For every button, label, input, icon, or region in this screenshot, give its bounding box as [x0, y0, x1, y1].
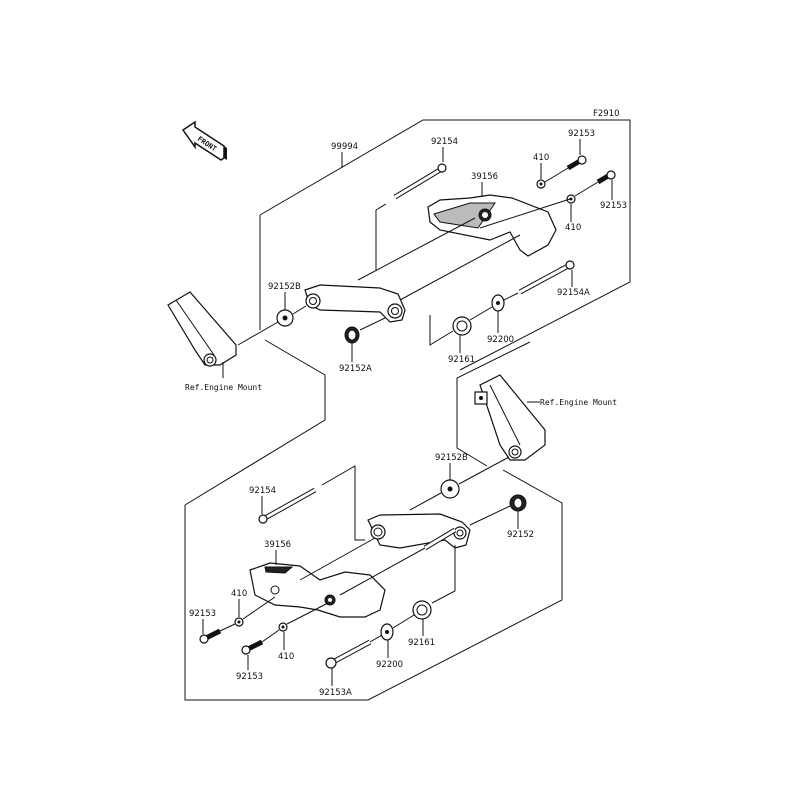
frame-slider-39156-upper	[427, 194, 557, 257]
label-92152-lower: 92152	[507, 530, 534, 540]
bolt-92153a-lower	[325, 634, 383, 669]
washer-92200-lower	[380, 623, 394, 641]
bolt-92153-lower-b	[241, 629, 280, 655]
label-39156-lower: 39156	[264, 540, 291, 550]
mount-bracket-upper	[304, 284, 406, 323]
bolt-92154a-upper	[503, 260, 575, 301]
label-410-upper-a: 410	[533, 153, 549, 163]
collar-92152-lower	[509, 494, 527, 512]
label-39156-upper: 39156	[471, 172, 498, 182]
label-92152b-lower: 92152B	[435, 453, 468, 463]
washer-92200-upper	[491, 294, 505, 312]
collar-92152a-upper	[344, 326, 360, 344]
front-arrow-icon: FRONT	[181, 120, 227, 161]
bolt-92153-upper-b	[596, 170, 616, 185]
bolt-92153-lower-a	[199, 623, 236, 644]
ref-engine-mount-left: Ref.Engine Mount	[185, 383, 262, 392]
label-92153-upper-b: 92153	[600, 201, 627, 211]
label-92153-lower-a: 92153	[189, 609, 216, 619]
label-92153-lower-b: 92153	[236, 672, 263, 682]
label-92200-upper: 92200	[487, 335, 514, 345]
bolt-92154-lower	[258, 465, 365, 541]
label-410-upper-b: 410	[565, 223, 581, 233]
collar-92152b-upper	[276, 309, 294, 327]
engine-mount-ref-left	[167, 291, 279, 378]
label-410-lower-b: 410	[278, 652, 294, 662]
label-92153a-lower: 92153A	[319, 688, 352, 698]
bolt-92153-upper-a	[566, 155, 587, 171]
frame-slider-39156-lower	[249, 562, 386, 618]
bolt-92154-upper	[375, 163, 447, 270]
label-92154-upper: 92154	[431, 137, 458, 147]
label-92153-upper-a: 92153	[568, 129, 595, 139]
bushing-92161-lower	[412, 600, 432, 620]
upper-boundary	[259, 119, 631, 371]
bushing-92161-upper	[452, 316, 472, 336]
engine-mount-ref-right	[474, 374, 546, 461]
label-92154a-upper: 92154A	[557, 288, 590, 298]
label-92161-lower: 92161	[408, 638, 435, 648]
label-92161-upper: 92161	[448, 355, 475, 365]
label-410-lower-a: 410	[231, 589, 247, 599]
mount-bracket-lower	[367, 513, 471, 551]
label-92152b-upper: 92152B	[268, 282, 301, 292]
ref-engine-mount-right: Ref.Engine Mount	[540, 398, 617, 407]
label-92200-lower: 92200	[376, 660, 403, 670]
label-99994: 99994	[331, 142, 358, 152]
label-92154-lower: 92154	[249, 486, 276, 496]
collar-92152b-lower	[440, 479, 460, 499]
figure-id: F2910	[593, 109, 620, 119]
upper-assembly: 99994 92154 39156 410 92	[167, 119, 631, 506]
lower-assembly: Ref.Engine Mount 92152B 92154	[184, 341, 617, 701]
label-92152a-upper: 92152A	[339, 364, 372, 374]
lower-boundary	[184, 469, 563, 701]
